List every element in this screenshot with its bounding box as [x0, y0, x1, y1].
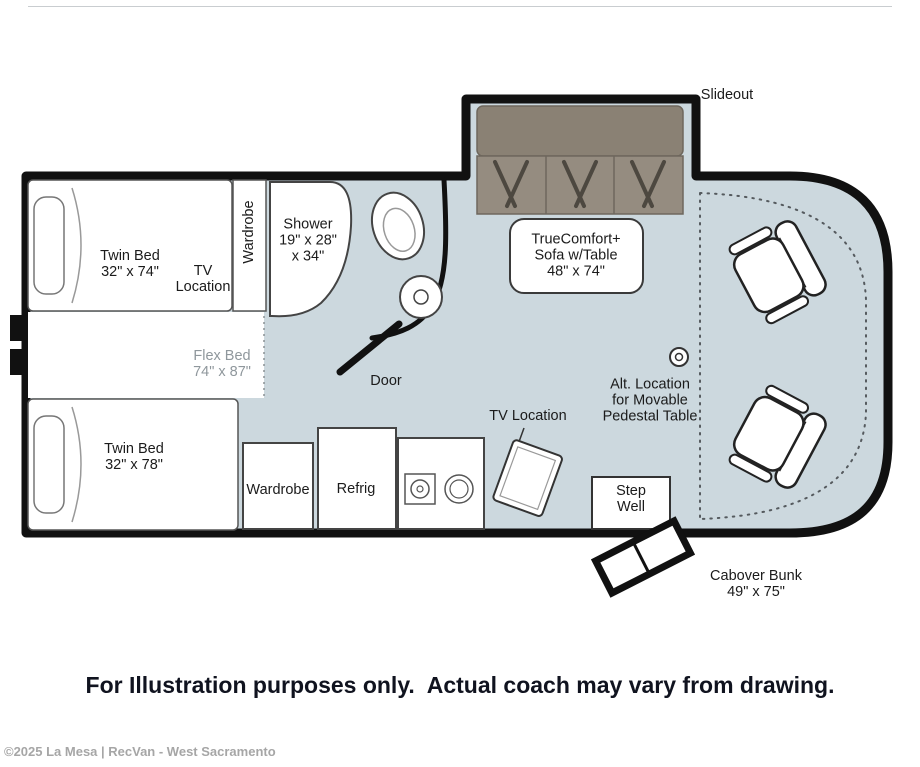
lav-sink-drain — [413, 289, 429, 305]
stove-burner-center — [416, 485, 424, 493]
top-divider — [28, 6, 892, 7]
lav-sink — [399, 275, 443, 319]
blanket-line-top — [71, 187, 82, 304]
cab-dashed-contour — [699, 192, 867, 520]
seatbelt-straps — [493, 160, 666, 208]
left-wall-tab — [10, 349, 23, 375]
wardrobe-bottom-box — [242, 442, 314, 530]
twin-bed-bottom — [27, 398, 239, 531]
disclaimer-text: For Illustration purposes only. Actual c… — [85, 672, 835, 698]
pedestal-table-marker-center — [674, 352, 684, 362]
step-well-box — [591, 476, 671, 530]
refrigerator-box — [317, 427, 397, 530]
shower-stall — [269, 181, 353, 318]
kitchen-sink-basin — [449, 479, 469, 499]
twin-bed-top — [27, 179, 233, 312]
stove-burner — [410, 479, 430, 499]
blanket-line-bottom — [71, 406, 82, 523]
sofa-back — [476, 105, 684, 157]
kitchen-sink — [444, 474, 474, 504]
bath-door-leaf — [336, 320, 403, 376]
stove — [404, 473, 436, 505]
left-wall-tab — [10, 315, 23, 341]
wardrobe-top-box — [232, 179, 267, 312]
sofa-table — [509, 218, 644, 294]
flex-bed-area — [28, 312, 264, 398]
pillow-bottom — [33, 415, 65, 514]
pedestal-table-marker — [669, 347, 689, 367]
pillow-top — [33, 196, 65, 295]
cab-chair-top — [728, 220, 827, 325]
entry-step — [590, 516, 696, 598]
tv-bottom — [492, 439, 563, 517]
toilet — [371, 191, 425, 261]
sofa-seat — [476, 155, 684, 215]
copyright-text: ©2025 La Mesa | RecVan - West Sacramento — [4, 744, 276, 759]
cab-chair-bottom — [728, 384, 827, 489]
